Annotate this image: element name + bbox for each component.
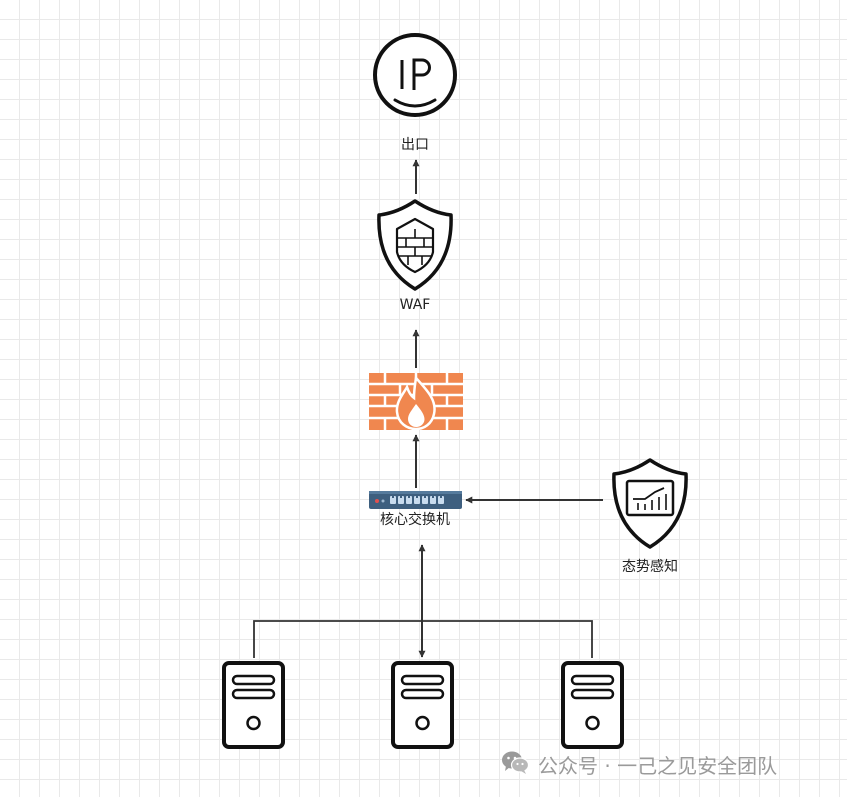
core-switch-label: 核心交换机 (380, 512, 450, 528)
situational-awareness-label: 态势感知 (622, 559, 678, 575)
waf-label: WAF (399, 297, 431, 313)
edges (253, 159, 603, 658)
server-icon (222, 661, 285, 749)
watermark-text: 公众号 · 一己之见安全团队 (538, 753, 778, 778)
network-switch-icon (369, 491, 462, 509)
shield-firewall-icon (377, 199, 453, 291)
wechat-icon (500, 749, 530, 780)
watermark: 公众号 · 一己之见安全团队 (500, 750, 777, 778)
server-icon (561, 661, 624, 749)
firewall-icon (369, 373, 463, 431)
server-bus-line (253, 620, 593, 658)
ip-icon (373, 33, 457, 117)
server-icon (391, 661, 454, 749)
shield-monitor-icon (612, 458, 688, 549)
exit-label: 出口 (401, 137, 429, 153)
